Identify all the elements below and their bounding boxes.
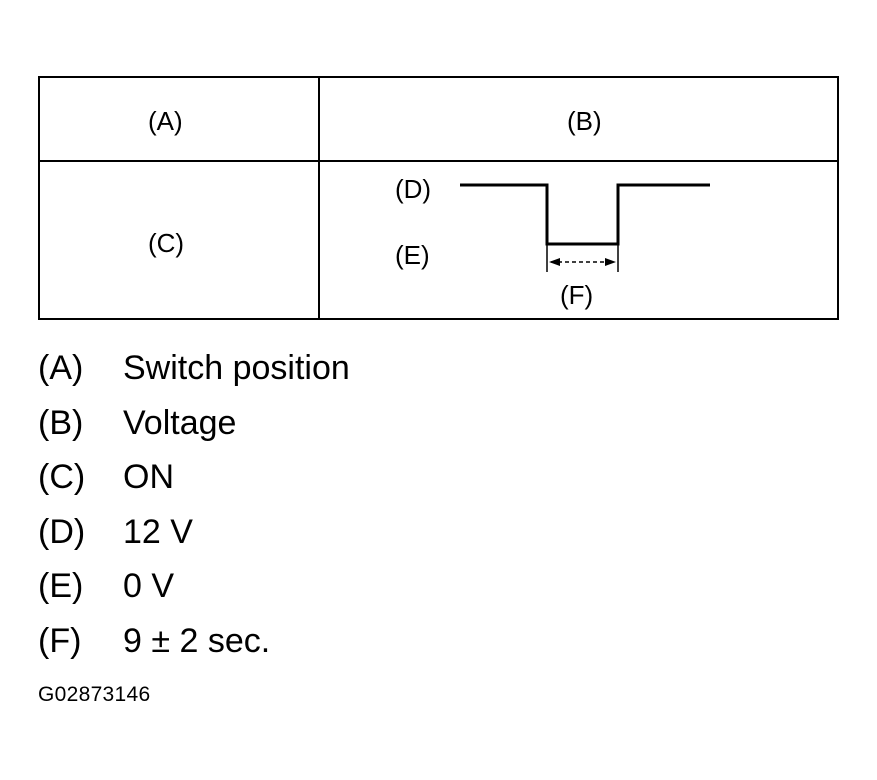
legend-text: 9 ± 2 sec. xyxy=(123,621,271,660)
legend-text: 12 V xyxy=(123,512,193,551)
waveform-line xyxy=(460,183,710,246)
voltage-waveform xyxy=(460,183,710,272)
header-b-label: (B) xyxy=(567,106,602,136)
arrowhead-right xyxy=(605,258,616,266)
legend-text: Voltage xyxy=(123,403,237,442)
legend-key: (D) xyxy=(38,512,86,551)
table-row-divider xyxy=(40,160,837,162)
legend-key: (B) xyxy=(38,403,84,442)
legend-text: ON xyxy=(123,458,174,496)
signal-table: (A) (B) (C) (D) (E) (F) xyxy=(38,76,839,320)
legend-key: (A) xyxy=(38,349,84,387)
wave-low-label: (E) xyxy=(395,240,430,270)
arrowhead-left xyxy=(549,258,560,266)
wave-high-label: (D) xyxy=(395,174,432,204)
legend-key: (C) xyxy=(38,458,86,496)
legend-key: (E) xyxy=(38,567,84,605)
header-a-label: (A) xyxy=(148,106,183,136)
legend-text: Switch position xyxy=(123,349,350,387)
legend-text: 0 V xyxy=(123,567,175,605)
row-c-label: (C) xyxy=(148,228,185,258)
figure-id: G02873146 xyxy=(38,683,151,706)
pulse-width-label: (F) xyxy=(560,280,594,310)
table-column-divider xyxy=(318,78,320,318)
legend-key: (F) xyxy=(38,621,82,660)
